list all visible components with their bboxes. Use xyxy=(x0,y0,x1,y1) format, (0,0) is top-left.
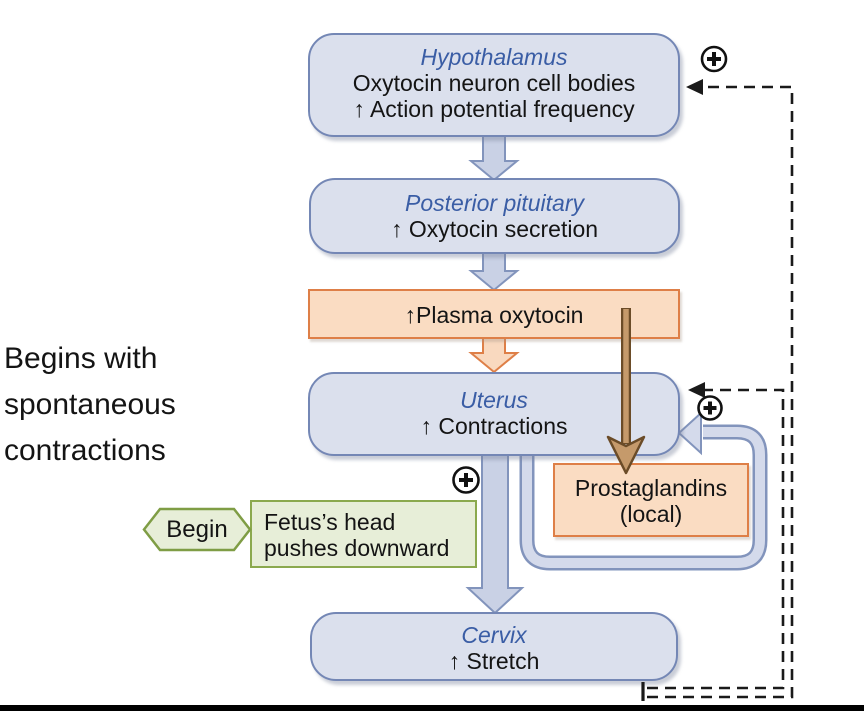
node-text: Fetus’s head xyxy=(264,509,396,535)
node-title: Cervix xyxy=(461,622,527,648)
node-text: Prostaglandins xyxy=(574,475,728,501)
feedback-arrowhead-uterus xyxy=(688,382,705,398)
positive-feedback-icon xyxy=(700,45,728,73)
node-text: pushes downward xyxy=(264,535,450,561)
node-posterior-pituitary: Posterior pituitary ↑ Oxytocin secretion xyxy=(309,178,680,254)
prostaglandin-loop-arrowhead xyxy=(677,410,702,456)
node-text: ↑Plasma oxytocin xyxy=(404,302,584,328)
annotation-line: spontaneous xyxy=(4,388,176,421)
node-text: Oxytocin neuron cell bodies xyxy=(352,70,636,96)
node-cervix: Cervix ↑ Stretch xyxy=(310,612,678,681)
node-title: Posterior pituitary xyxy=(405,190,584,216)
node-title: Hypothalamus xyxy=(420,44,568,70)
node-text: ↑ Oxytocin secretion xyxy=(390,216,599,242)
node-uterus: Uterus ↑ Contractions xyxy=(308,372,680,456)
node-plasma-oxytocin: ↑Plasma oxytocin xyxy=(308,289,680,339)
node-text: ↑ Contractions xyxy=(420,413,568,439)
begin-hexagon-shape xyxy=(142,507,252,552)
node-text: ↑ Stretch xyxy=(448,648,540,674)
bottom-rule xyxy=(0,705,864,711)
positive-feedback-icon xyxy=(452,466,480,494)
begin-marker: Begin xyxy=(142,506,252,553)
node-text: (local) xyxy=(619,501,683,527)
annotation-begins-with: Begins with spontaneous contractions xyxy=(4,336,304,474)
feedback-arrowhead-hypothalamus xyxy=(686,79,703,95)
flow-arrow-pituitary-to-plasma xyxy=(468,251,520,292)
node-hypothalamus: Hypothalamus Oxytocin neuron cell bodies… xyxy=(308,33,680,137)
positive-feedback-icon xyxy=(697,395,723,421)
node-fetus-head: Fetus’s head pushes downward xyxy=(250,500,477,568)
node-text: ↑ Action potential frequency xyxy=(353,96,635,122)
flow-arrow-plasma-to-uterus xyxy=(468,337,520,374)
begin-label: Begin xyxy=(166,515,228,543)
annotation-line: contractions xyxy=(4,434,166,467)
flow-arrow-hypothalamus-to-pituitary xyxy=(468,134,520,182)
annotation-line: Begins with xyxy=(4,342,158,375)
node-title: Uterus xyxy=(460,387,528,413)
node-prostaglandins: Prostaglandins (local) xyxy=(553,463,749,537)
